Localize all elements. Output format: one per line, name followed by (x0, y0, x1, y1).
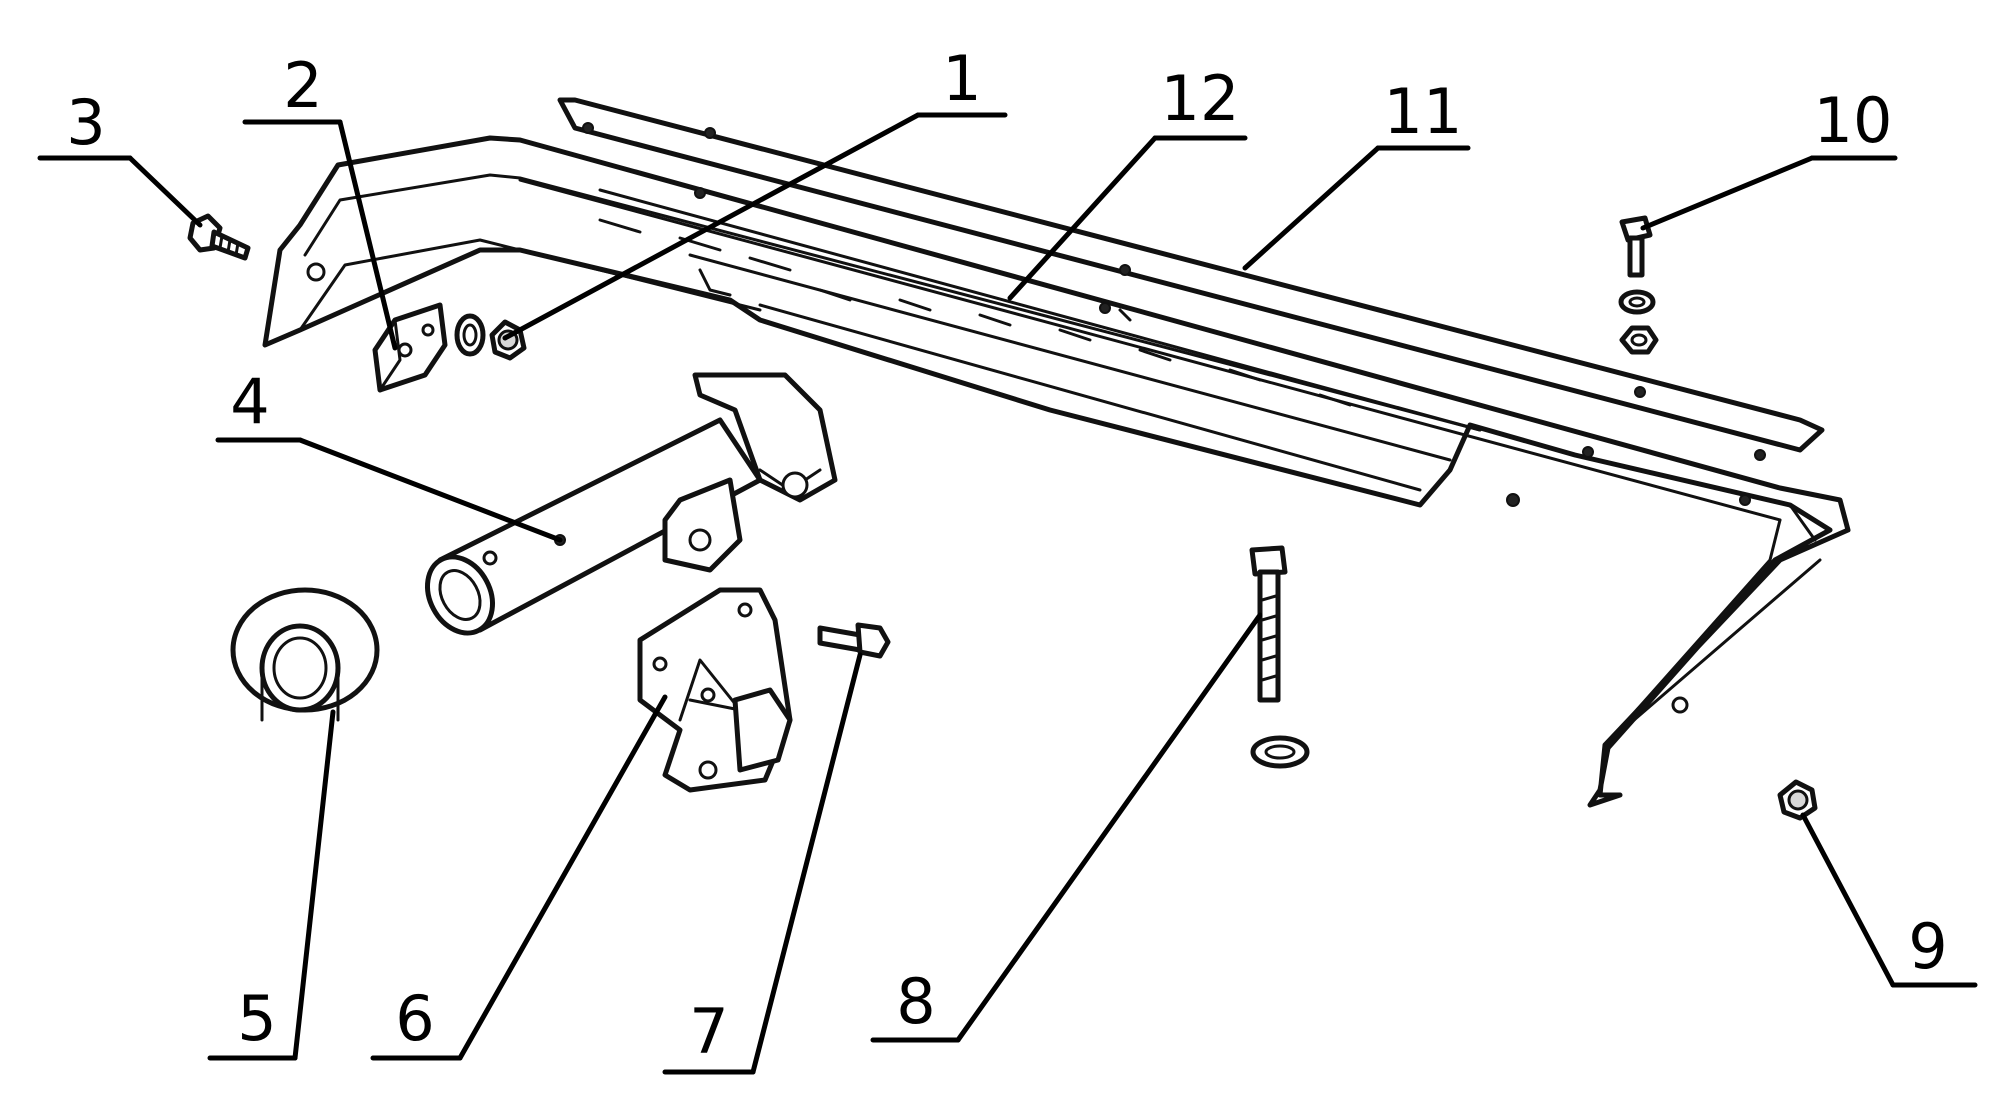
callout-11-label: 11 (1384, 75, 1463, 148)
callout-6-leader (457, 694, 668, 1061)
callout-7-label: 7 (689, 995, 728, 1068)
callout-2-label: 2 (283, 49, 322, 122)
part-9-nut (1777, 779, 1818, 821)
callouts: 1 2 3 4 5 6 7 8 9 10 (37, 42, 1978, 1075)
callout-8-label: 8 (896, 965, 935, 1038)
washer-1 (454, 313, 486, 357)
part-2-bracket-plate (372, 302, 448, 393)
bumper-top-strip (557, 97, 1825, 461)
nut-1 (489, 319, 527, 361)
callout-12-leader (1007, 135, 1158, 301)
callout-5-label: 5 (237, 982, 276, 1055)
part-6-mounting-bracket (637, 587, 793, 793)
bumper-main-beam (262, 135, 1851, 808)
callout-4-leader (297, 437, 563, 543)
part-8-long-bolt (1249, 545, 1310, 769)
callout-3-label: 3 (66, 86, 105, 159)
callout-2-leader (337, 119, 398, 351)
callout-1-label: 1 (942, 42, 981, 115)
callout-6-label: 6 (395, 982, 434, 1055)
callout-12-label: 12 (1161, 62, 1240, 135)
callout-9-leader (1800, 812, 1896, 988)
callout-11-leader (1242, 145, 1381, 271)
callout-8-leader (955, 612, 1263, 1043)
part-10-bolt-set (1618, 215, 1659, 355)
part-5-flange-bushing (230, 587, 380, 722)
callout-1-leader (502, 112, 921, 341)
bumper-assembly (262, 97, 1851, 808)
callout-5-leader (292, 709, 336, 1061)
part-7-bolt (817, 622, 891, 659)
callout-7-leader (750, 652, 863, 1075)
callout-3-leader (127, 155, 203, 228)
callout-4-label: 4 (230, 365, 269, 438)
callout-10-leader (1640, 155, 1815, 231)
part-4-tow-tube (425, 372, 838, 636)
callout-9-label: 9 (1908, 910, 1947, 983)
callout-10-label: 10 (1814, 84, 1893, 157)
